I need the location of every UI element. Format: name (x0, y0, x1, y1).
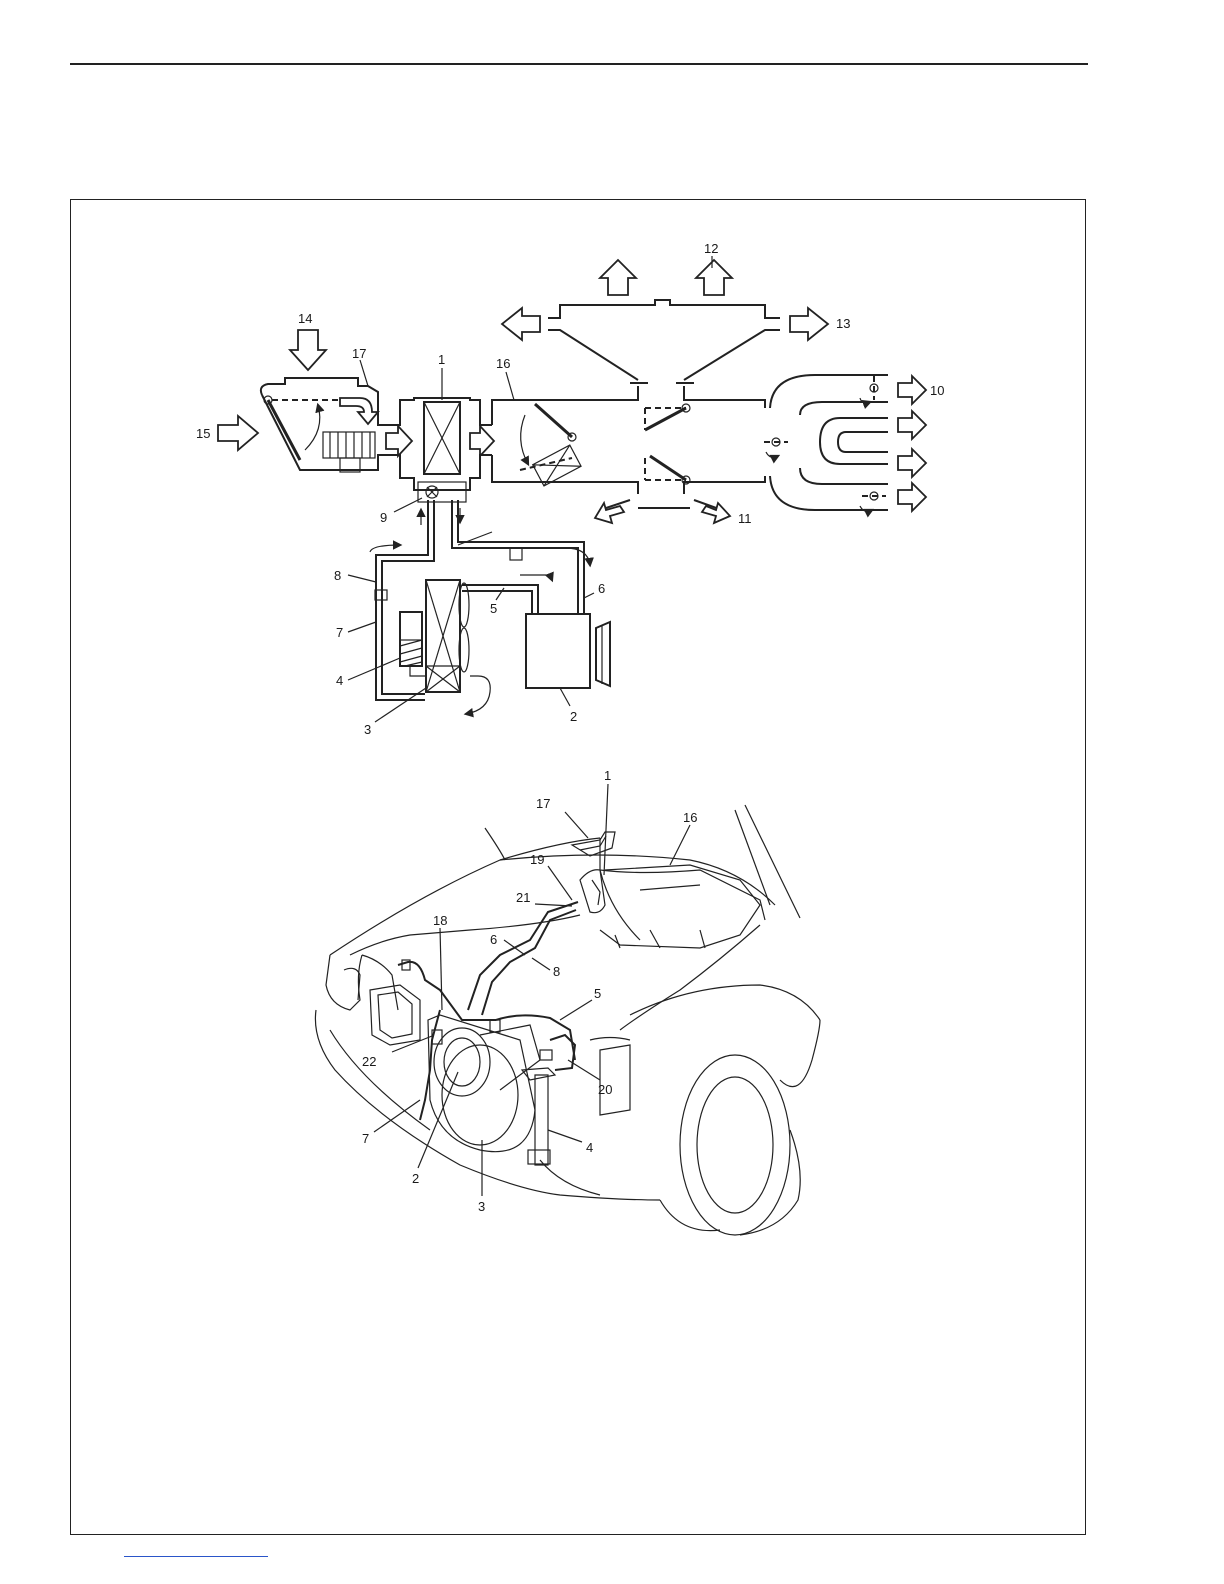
airflow-arrow-icon (386, 426, 412, 456)
airflow-arrow-icon (470, 426, 494, 456)
vehicle-label-7: 7 (362, 1131, 369, 1146)
vehicle-label-8: 8 (553, 964, 560, 979)
label-10: 10 (930, 383, 944, 398)
vehicle-leaders (374, 784, 690, 1196)
vehicle-label-2: 2 (412, 1171, 419, 1186)
vent-duct (764, 375, 888, 511)
label-1: 1 (438, 352, 445, 367)
vehicle-body-outline (315, 805, 820, 1235)
vehicle-label-17: 17 (536, 796, 550, 811)
label-4: 4 (336, 673, 343, 688)
foot-arrow-icon (702, 503, 730, 523)
vehicle-label-21: 21 (516, 890, 530, 905)
vehicle-label-6: 6 (490, 932, 497, 947)
label-14: 14 (298, 311, 312, 326)
vehicle-label-1: 1 (604, 768, 611, 783)
vehicle-layout-illustration: 1 2 3 4 5 6 7 8 16 17 18 19 20 21 22 (315, 768, 820, 1235)
label-7: 7 (336, 625, 343, 640)
label-2: 2 (570, 709, 577, 724)
recirc-air-arrow-icon (218, 416, 258, 450)
blower-fan-icon (323, 432, 375, 472)
heater-case (492, 386, 765, 494)
label-3: 3 (364, 722, 371, 737)
vent-arrows (898, 376, 926, 511)
label-9: 9 (380, 510, 387, 525)
label-17: 17 (352, 346, 366, 361)
vent-arrow-icon (898, 376, 926, 404)
compressor-parts (402, 960, 555, 1165)
side-defrost-arrow-icon (790, 308, 828, 340)
defrost-arrow-icon (696, 260, 732, 295)
vehicle-label-4: 4 (586, 1140, 593, 1155)
defroster-duct (548, 300, 780, 383)
label-11: 11 (738, 511, 752, 526)
defrost-arrow-icon (600, 260, 636, 295)
label-13: 13 (836, 316, 850, 331)
vent-arrow-icon (898, 483, 926, 511)
vent-arrow-icon (898, 411, 926, 439)
vehicle-label-22: 22 (362, 1054, 376, 1069)
fresh-air-arrow-icon (290, 330, 326, 370)
vehicle-label-16: 16 (683, 810, 697, 825)
airflow-schematic: 1 2 3 4 5 6 7 8 9 10 11 12 13 14 15 16 1… (196, 241, 944, 737)
refrigerant-piping (398, 902, 578, 1120)
vehicle-label-20: 20 (598, 1082, 612, 1097)
label-6: 6 (598, 581, 605, 596)
vehicle-label-18: 18 (433, 913, 447, 928)
blower-intake-case (261, 378, 390, 472)
vent-arrow-icon (898, 449, 926, 477)
vehicle-label-3: 3 (478, 1199, 485, 1214)
label-16: 16 (496, 356, 510, 371)
side-defrost-arrow-icon (502, 308, 540, 340)
label-15: 15 (196, 426, 210, 441)
label-8: 8 (334, 568, 341, 583)
vehicle-label-5: 5 (594, 986, 601, 1001)
label-12: 12 (704, 241, 718, 256)
label-5: 5 (490, 601, 497, 616)
recirc-arrow-icon (340, 398, 378, 424)
vehicle-label-19: 19 (530, 852, 544, 867)
